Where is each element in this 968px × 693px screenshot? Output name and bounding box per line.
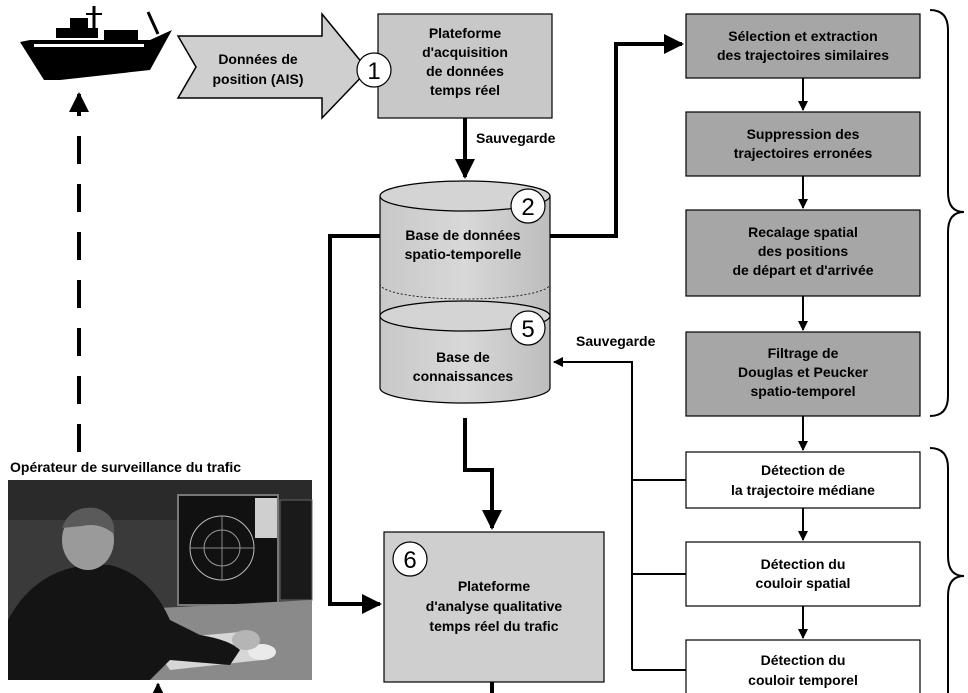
analysis-line-3: temps réel du trafic xyxy=(429,618,558,634)
ais-arrow-line-2: position (AIS) xyxy=(213,71,304,87)
suppression-line-1: Suppression des xyxy=(747,126,860,142)
operator-label: Opérateur de surveillance du trafic xyxy=(10,459,241,475)
knowledge-db-line-1: Base de xyxy=(436,349,490,365)
filtrage-line-1: Filtrage de xyxy=(768,345,839,361)
filtrage-line-3: spatio-temporel xyxy=(750,383,855,399)
db-to-analysis-connector xyxy=(328,234,382,614)
pipeline-step-suppression: Suppression des trajectoires erronées xyxy=(685,111,921,177)
knowledge-database: 5 Base de connaissances xyxy=(413,310,546,384)
recalage-line-1: Recalage spatial xyxy=(748,224,858,240)
acquisition-line-2: d'acquisition xyxy=(422,44,508,60)
brace-upper xyxy=(929,9,965,417)
sauvegarde-label-2: Sauvegarde xyxy=(576,333,656,349)
analysis-line-2: d'analyse qualitative xyxy=(426,598,563,614)
knowledge-to-analysis-connector xyxy=(463,418,502,530)
spatio-db-line-2: spatio-temporelle xyxy=(405,246,522,262)
spatio-db-number: 2 xyxy=(521,194,534,221)
analysis-line-1: Plateforme xyxy=(458,578,531,594)
ship-icon xyxy=(20,6,172,80)
median-line-2: la trajectoire médiane xyxy=(731,482,875,498)
recalage-line-3: de départ et d'arrivée xyxy=(732,262,873,278)
spatial-line-1: Détection du xyxy=(761,556,846,572)
pipeline-step-selection: Sélection et extraction des trajectoires… xyxy=(685,13,921,79)
acquisition-platform-box: 1 Plateforme d'acquisition de données te… xyxy=(356,13,553,119)
analysis-platform-box: 6 Plateforme d'analyse qualitative temps… xyxy=(383,531,605,683)
knowledge-db-line-2: connaissances xyxy=(413,368,514,384)
recalage-line-2: des positions xyxy=(758,243,848,259)
ais-arrow-line-1: Données de xyxy=(218,51,298,67)
acquisition-line-4: temps réel xyxy=(430,82,500,98)
filtrage-line-2: Douglas et Peucker xyxy=(738,364,868,380)
pipeline-step-filtrage: Filtrage de Douglas et Peucker spatio-te… xyxy=(685,331,921,417)
median-line-1: Détection de xyxy=(761,462,845,478)
acquisition-number: 1 xyxy=(367,58,380,85)
sauvegarde-label-1: Sauvegarde xyxy=(476,130,556,146)
detection-step-median: Détection de la trajectoire médiane xyxy=(685,451,921,509)
analysis-number: 6 xyxy=(403,547,416,574)
detection-step-spatial: Détection du couloir spatial xyxy=(685,541,921,607)
selection-line-2: des trajectoires similaires xyxy=(717,47,889,63)
brace-lower xyxy=(929,447,965,693)
spatial-line-2: couloir spatial xyxy=(756,575,851,591)
selection-line-1: Sélection et extraction xyxy=(728,28,877,44)
detection-step-temporal: Détection du couloir temporel xyxy=(685,639,921,693)
spatio-temporal-database: 2 Base de données spatio-temporelle xyxy=(379,180,551,404)
spatio-db-line-1: Base de données xyxy=(405,227,520,243)
acquisition-line-3: de données xyxy=(426,63,504,79)
temporal-line-2: couloir temporel xyxy=(748,672,858,688)
pipeline-step-recalage: Recalage spatial des positions de départ… xyxy=(685,209,921,297)
acquisition-line-1: Plateforme xyxy=(429,25,502,41)
detection-feedback-connector xyxy=(553,357,686,481)
temporal-line-1: Détection du xyxy=(761,652,846,668)
suppression-line-2: trajectoires erronées xyxy=(734,145,873,161)
ais-data-arrow: Données de position (AIS) xyxy=(176,11,370,120)
knowledge-db-number: 5 xyxy=(521,316,534,343)
operator-photo xyxy=(8,480,313,680)
db-to-selection-connector xyxy=(550,34,684,238)
